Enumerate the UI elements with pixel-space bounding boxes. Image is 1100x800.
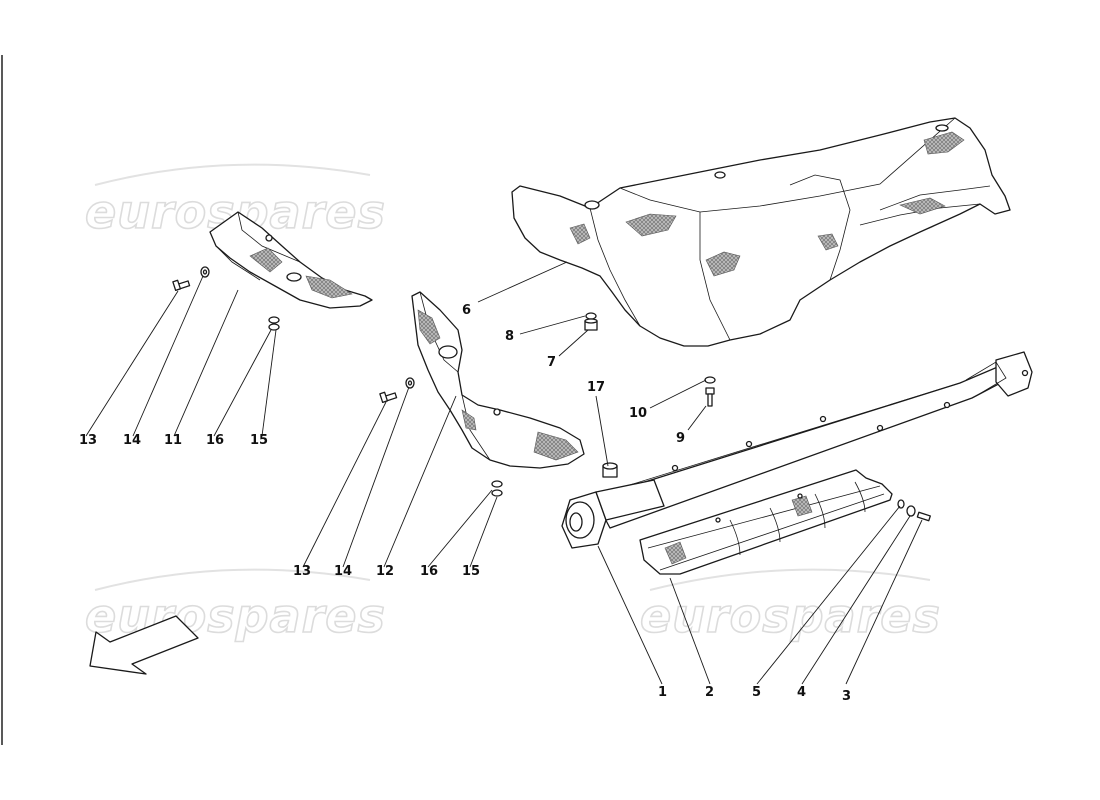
callout-9: 9 [676, 431, 685, 446]
washer-14-middle [405, 377, 415, 389]
heat-shield-11 [209, 211, 373, 309]
callout-labels: 13 14 11 16 15 13 14 12 16 15 6 8 7 17 1… [79, 303, 851, 704]
watermark-text: eurospares [85, 185, 386, 239]
heat-shield-12 [411, 291, 585, 469]
callout-17: 17 [587, 380, 605, 395]
callout-16: 16 [206, 433, 224, 448]
tube-shield-2 [639, 469, 893, 575]
washer-16-left [268, 316, 280, 324]
callout-8: 8 [505, 329, 514, 344]
callout-1: 1 [658, 685, 667, 700]
callout-12: 12 [376, 564, 394, 579]
callout-13: 13 [293, 564, 311, 579]
callout-7: 7 [547, 355, 556, 370]
bolt-13-middle [379, 391, 398, 404]
callout-15: 15 [462, 564, 480, 579]
bolt-9 [705, 387, 715, 407]
watermark-text: eurospares [640, 589, 941, 643]
callout-5: 5 [752, 685, 761, 700]
leader-lines [85, 261, 923, 685]
washer-8 [585, 312, 597, 320]
callout-15: 15 [250, 433, 268, 448]
nut-7 [584, 318, 598, 331]
washer-4 [906, 505, 916, 517]
washer-14-left [200, 266, 210, 278]
nut-17 [602, 462, 618, 478]
callout-2: 2 [705, 685, 714, 700]
bolt-3 [916, 511, 931, 522]
heat-shield-6 [511, 117, 1011, 347]
callout-4: 4 [797, 685, 806, 700]
callout-6: 6 [462, 303, 471, 318]
callout-13: 13 [79, 433, 97, 448]
nut-15-middle [491, 489, 503, 497]
watermark-top-left: eurospares [84, 163, 386, 240]
callout-14: 14 [123, 433, 141, 448]
nut-15-left [268, 323, 280, 331]
callout-16: 16 [420, 564, 438, 579]
direction-arrow [89, 615, 199, 675]
bolt-13-left [172, 279, 191, 292]
torque-tube-1 [561, 351, 1033, 549]
callout-14: 14 [334, 564, 352, 579]
watermark-bottom-left: eurospares [84, 568, 386, 644]
callout-10: 10 [629, 406, 647, 421]
callout-3: 3 [842, 689, 851, 704]
washer-10 [704, 376, 716, 384]
watermark-bottom-right: eurospares [639, 568, 941, 644]
washer-16-middle [491, 480, 503, 488]
callout-11: 11 [164, 433, 182, 448]
